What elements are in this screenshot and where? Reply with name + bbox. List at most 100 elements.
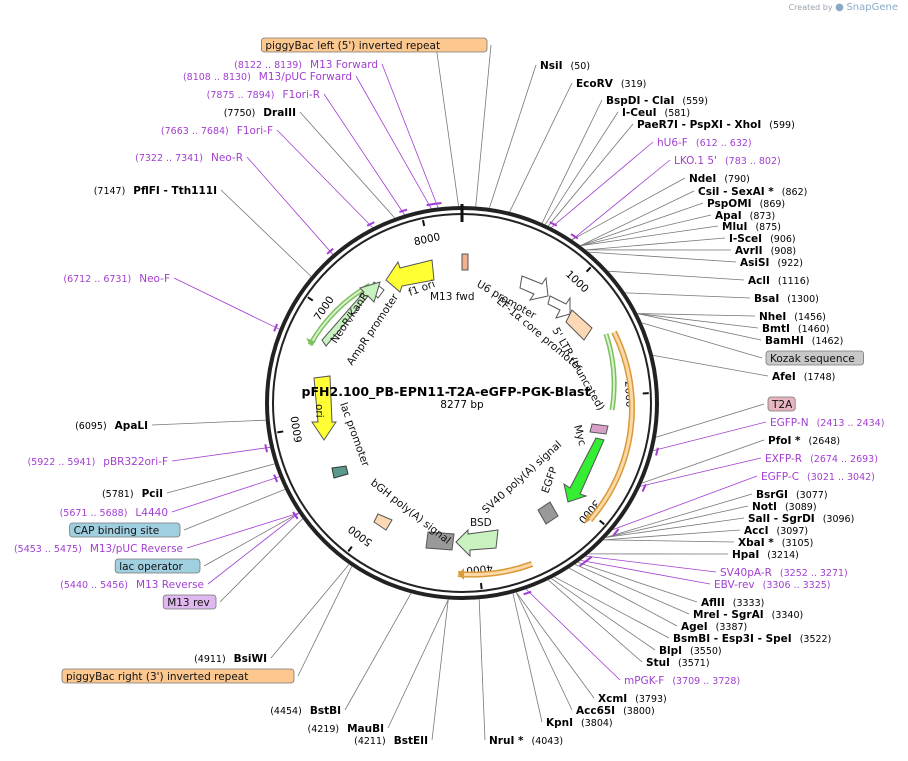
map-label-cap-binding-site[interactable]: CAP binding site	[69, 522, 181, 538]
map-label-xbai[interactable]: XbaI *(3105)	[738, 537, 813, 549]
map-label-mpgk-f[interactable]: mPGK-F(3709 .. 3728)	[624, 675, 740, 687]
left-label-column: (8267)SacIIpiggyBac left (5') inverted r…	[14, 37, 488, 747]
leader-line	[605, 505, 749, 538]
leader-line	[585, 555, 717, 573]
map-label-piggybac-right-3-inverted-repeat[interactable]: piggyBac right (3') inverted repeat	[61, 668, 295, 684]
map-label-mlui[interactable]: MluI(875)	[722, 221, 781, 233]
map-label-pbr322ori-f[interactable]: (5922 .. 5941)pBR322ori-F	[27, 456, 168, 468]
primer-mark	[273, 323, 279, 332]
map-label-pfoi[interactable]: PfoI *(2648)	[768, 435, 840, 447]
map-label-m13-puc-reverse[interactable]: (5453 .. 5475)M13/pUC Reverse	[14, 543, 183, 555]
map-label-f1ori-r[interactable]: (7875 .. 7894)F1ori-R	[207, 89, 320, 101]
map-label-bsrgi[interactable]: BsrGI(3077)	[756, 489, 828, 501]
map-label-kpni[interactable]: KpnI(3804)	[546, 717, 613, 729]
map-label-bmti[interactable]: BmtI(1460)	[762, 323, 829, 335]
map-label-maubi[interactable]: (4219)MauBI	[307, 723, 384, 735]
map-label-apai[interactable]: ApaI(873)	[715, 210, 775, 222]
map-label-lko-1-5[interactable]: LKO.1 5'(783 .. 802)	[674, 155, 781, 167]
map-label-nsii[interactable]: NsiI(50)	[540, 60, 590, 72]
map-label-hpai[interactable]: HpaI(3214)	[732, 549, 799, 561]
tick-mark	[599, 519, 605, 526]
lac-operator-feature	[373, 513, 393, 531]
map-label-ebv-rev[interactable]: EBV-rev(3306 .. 3325)	[714, 579, 831, 591]
label-text: I-CeuI(581)	[622, 107, 690, 119]
map-label-csii-sexai[interactable]: CsiI - SexAI *(862)	[698, 186, 807, 198]
map-label-egfp-c[interactable]: EGFP-C(3021 .. 3042)	[761, 471, 875, 483]
map-label-sali-sgrdi[interactable]: SalI - SgrDI(3096)	[748, 513, 854, 525]
map-label-kozak-sequence[interactable]: Kozak sequence	[765, 350, 864, 366]
map-label-nrui[interactable]: NruI *(4043)	[489, 735, 563, 747]
map-label-acc65i[interactable]: Acc65I(3800)	[576, 705, 655, 717]
label-text: MluI(875)	[722, 221, 781, 233]
label-box	[162, 594, 217, 610]
map-label-bsteii[interactable]: (4211)BstEII	[354, 735, 428, 747]
map-label-bsmbi-esp3i-spei[interactable]: BsmBI - Esp3I - SpeI(3522)	[673, 633, 831, 645]
label-text: BsaI(1300)	[754, 293, 819, 305]
5ltr-feature	[565, 309, 593, 341]
leader-line	[431, 599, 449, 741]
tick-mark	[277, 430, 284, 434]
leader-line	[637, 313, 762, 341]
leader-line	[173, 277, 280, 330]
map-label-sv40pa-r[interactable]: SV40pA-R(3252 .. 3271)	[720, 567, 848, 579]
map-label-exfp-r[interactable]: EXFP-R(2674 .. 2693)	[765, 453, 878, 465]
map-label-hu6-f[interactable]: hU6-F(612 .. 632)	[657, 137, 752, 149]
map-label-pspomi[interactable]: PspOMI(869)	[707, 198, 785, 210]
leader-line	[580, 190, 695, 247]
map-label-bsiwi[interactable]: (4911)BsiWI	[194, 653, 267, 665]
map-label-m13-forward[interactable]: (8122 .. 8139)M13 Forward	[234, 59, 378, 71]
map-label-bamhi[interactable]: BamHI(1462)	[765, 335, 843, 347]
map-label-asisi[interactable]: AsiSI(922)	[740, 257, 803, 269]
label-text: (4219)MauBI	[307, 723, 384, 735]
map-label-apali[interactable]: (6095)ApaLI	[75, 420, 148, 432]
map-label-m13-puc-forward[interactable]: (8108 .. 8130)M13/pUC Forward	[183, 71, 352, 83]
label-leader-lines	[151, 44, 769, 741]
label-text: AsiSI(922)	[740, 257, 803, 269]
map-label-m13-rev[interactable]: M13 rev	[162, 594, 217, 610]
map-label-blpi[interactable]: BlpI(3550)	[659, 645, 722, 657]
map-label-bspdi-clai[interactable]: BspDI - ClaI(559)	[606, 95, 708, 107]
map-label-agei[interactable]: AgeI(3387)	[681, 621, 747, 633]
map-label-bstbi[interactable]: (4454)BstBI	[270, 705, 341, 717]
map-label-acci[interactable]: AccI(3097)	[744, 525, 808, 537]
map-label-egfp-n[interactable]: EGFP-N(2413 .. 2434)	[770, 417, 884, 429]
map-label-neo-r[interactable]: (7322 .. 7341)Neo-R	[135, 152, 243, 164]
map-label-l4440[interactable]: (5671 .. 5688)L4440	[60, 507, 168, 519]
map-label-mrei-sgrai[interactable]: MreI - SgrAI(3340)	[693, 609, 803, 621]
map-label-ecorv[interactable]: EcoRV(319)	[576, 78, 646, 90]
map-label-piggybac-left-5-inverted-repeat[interactable]: piggyBac left (5') inverted repeat	[260, 37, 488, 53]
map-label-stui[interactable]: StuI(3571)	[646, 657, 710, 669]
leader-line	[655, 403, 765, 438]
map-label-m13-reverse[interactable]: (5440 .. 5456)M13 Reverse	[60, 579, 204, 591]
label-text: AgeI(3387)	[681, 621, 747, 633]
leader-line	[323, 93, 405, 215]
map-label-xcmi[interactable]: XcmI(3793)	[598, 693, 667, 705]
leader-line	[478, 599, 486, 741]
map-label-pcii[interactable]: (5781)PciI	[102, 488, 163, 500]
map-label-neo-f[interactable]: (6712 .. 6731)Neo-F	[63, 273, 170, 285]
map-label-draiii[interactable]: (7750)DraIII	[224, 107, 296, 119]
leader-line	[577, 561, 698, 603]
map-label-nhei[interactable]: NheI(1456)	[759, 311, 826, 323]
label-box	[61, 668, 295, 684]
map-label-t2a[interactable]: T2A	[767, 396, 796, 412]
map-label-f1ori-f[interactable]: (7663 .. 7684)F1ori-F	[161, 125, 273, 137]
egfp-arrow	[563, 437, 605, 503]
map-label-bsai[interactable]: BsaI(1300)	[754, 293, 819, 305]
map-label-acli[interactable]: AclI(1116)	[748, 275, 809, 287]
map-label-afei[interactable]: AfeI(1748)	[772, 371, 835, 383]
bgh-polya-feature	[425, 531, 455, 551]
leader-line	[246, 156, 334, 255]
map-label-pflfi-tth111i[interactable]: (7147)PflFI - Tth111I	[94, 185, 217, 197]
map-label-avrii[interactable]: AvrII(908)	[735, 245, 796, 257]
map-label-aflii[interactable]: AflII(3333)	[701, 597, 764, 609]
map-label-noti[interactable]: NotI(3089)	[752, 501, 817, 513]
leader-line	[571, 159, 671, 240]
map-label-ndei[interactable]: NdeI(790)	[689, 173, 750, 185]
primer-mark	[655, 447, 659, 456]
map-label-i-ceui[interactable]: I-CeuI(581)	[622, 107, 690, 119]
feature-label-myc: Myc	[571, 424, 588, 448]
map-label-lac-operator[interactable]: lac operator	[114, 558, 201, 574]
map-label-i-scei[interactable]: I-SceI(906)	[729, 233, 796, 245]
map-label-paer7i-pspxi-xhoi[interactable]: PaeR7I - PspXI - XhoI(599)	[637, 119, 795, 131]
